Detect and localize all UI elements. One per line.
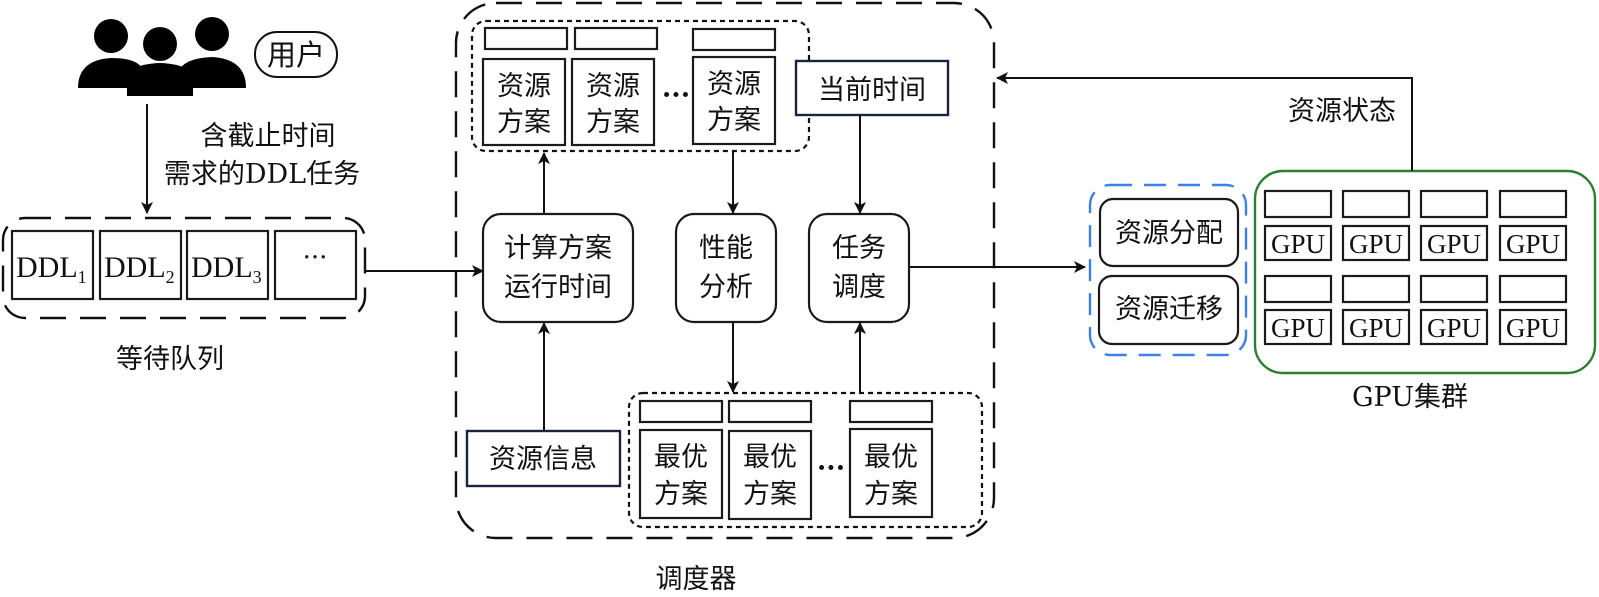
svg-text:资源分配: 资源分配 xyxy=(1115,218,1223,249)
svg-text:计算方案: 计算方案 xyxy=(504,233,612,264)
svg-text:方案: 方案 xyxy=(743,479,797,510)
user-label: 用户 xyxy=(267,38,325,72)
gpu-status-bar xyxy=(1263,189,1333,219)
candidate-plans-ellipsis: ··· xyxy=(662,80,690,111)
compute-runtime-node: 计算方案 运行时间 xyxy=(481,212,635,324)
optimal-plan: 最优 方案 xyxy=(848,427,934,519)
svg-text:调度: 调度 xyxy=(832,272,886,303)
current-time-box: 当前时间 xyxy=(794,59,950,117)
gpu-status-bar xyxy=(1419,274,1489,304)
gpu-node: GPU xyxy=(1341,189,1411,262)
gpu-node: GPU xyxy=(1263,189,1333,262)
scheduler-caption: 调度器 xyxy=(656,564,737,595)
waiting-queue-container xyxy=(1,216,367,320)
request-label-line1: 含截止时间 xyxy=(201,121,336,152)
task-scheduling-node: 任务 调度 xyxy=(807,212,911,324)
plan-header-bar xyxy=(848,399,934,424)
gpu-label: GPU xyxy=(1506,229,1560,259)
candidate-plan: 资源 方案 xyxy=(691,55,777,146)
svg-text:最优: 最优 xyxy=(743,442,797,473)
candidate-plan: 资源 方案 xyxy=(481,57,567,147)
svg-text:最优: 最优 xyxy=(654,442,708,473)
gpu-status-bar xyxy=(1419,189,1489,219)
gpu-node: GPU xyxy=(1263,274,1333,346)
svg-text:最优: 最优 xyxy=(864,442,918,473)
svg-text:方案: 方案 xyxy=(586,107,640,138)
performance-analysis-node: 性能 分析 xyxy=(674,212,778,324)
arrow-resource-status-feedback xyxy=(996,72,1413,171)
gpu-label: GPU xyxy=(1427,313,1481,343)
gpu-node: GPU xyxy=(1341,274,1411,346)
gpu-status-bar xyxy=(1498,189,1568,219)
gpu-cluster-caption: GPU集群 xyxy=(1352,382,1468,413)
gpu-label: GPU xyxy=(1506,313,1560,343)
queue-item: DDL2 xyxy=(98,229,183,301)
svg-text:资源: 资源 xyxy=(707,69,761,100)
resource-status-label: 资源状态 xyxy=(1288,96,1396,127)
candidate-plan: 资源 方案 xyxy=(570,57,656,147)
gpu-cluster-container xyxy=(1253,169,1597,375)
svg-text:DDL2: DDL2 xyxy=(104,251,175,287)
plan-header-bar xyxy=(483,26,569,51)
plan-header-bar xyxy=(727,399,813,424)
resource-ops-container xyxy=(1088,183,1248,357)
svg-text:方案: 方案 xyxy=(864,479,918,510)
svg-text:资源信息: 资源信息 xyxy=(489,444,597,475)
gpu-label: GPU xyxy=(1271,313,1325,343)
gpu-status-bar xyxy=(1498,274,1568,304)
queue-item: DDL1 xyxy=(10,229,95,301)
optimal-plans-ellipsis: ··· xyxy=(817,453,845,484)
resource-info-box: 资源信息 xyxy=(465,429,622,488)
gpu-node: GPU xyxy=(1498,274,1568,346)
gpu-status-bar xyxy=(1341,274,1411,304)
svg-text:资源: 资源 xyxy=(497,71,551,102)
gpu-label: GPU xyxy=(1349,229,1403,259)
request-label-line2: 需求的DDL任务 xyxy=(164,159,360,190)
svg-text:资源迁移: 资源迁移 xyxy=(1115,294,1223,325)
plan-header-bar xyxy=(638,399,724,424)
svg-text:DDL3: DDL3 xyxy=(191,251,262,287)
plan-header-bar xyxy=(573,26,659,51)
resource-allocate-node: 资源分配 xyxy=(1098,197,1240,268)
svg-text:方案: 方案 xyxy=(654,479,708,510)
gpu-node: GPU xyxy=(1498,189,1568,262)
svg-text:DDL1: DDL1 xyxy=(16,251,87,287)
gpu-label: GPU xyxy=(1349,313,1403,343)
svg-text:任务: 任务 xyxy=(832,233,886,264)
optimal-plan: 最优 方案 xyxy=(727,429,813,521)
gpu-label: GPU xyxy=(1427,229,1481,259)
optimal-plans-group xyxy=(627,391,984,529)
gpu-status-bar xyxy=(1341,189,1411,219)
waiting-queue-caption: 等待队列 xyxy=(116,344,224,375)
svg-text:运行时间: 运行时间 xyxy=(504,272,612,303)
svg-text:···: ··· xyxy=(303,243,328,273)
queue-item-ellipsis: ··· xyxy=(273,229,358,301)
svg-text:资源: 资源 xyxy=(586,71,640,102)
svg-text:分析: 分析 xyxy=(699,272,753,303)
svg-text:当前时间: 当前时间 xyxy=(818,75,926,106)
plan-header-bar xyxy=(691,27,777,52)
users-icon xyxy=(78,17,246,96)
gpu-node: GPU xyxy=(1419,189,1489,262)
queue-item: DDL3 xyxy=(185,229,270,301)
svg-text:方案: 方案 xyxy=(497,107,551,138)
resource-migrate-node: 资源迁移 xyxy=(1097,274,1240,346)
svg-text:性能: 性能 xyxy=(699,233,753,264)
svg-text:方案: 方案 xyxy=(707,105,761,136)
optimal-plan: 最优 方案 xyxy=(638,428,724,520)
gpu-status-bar xyxy=(1263,274,1333,304)
gpu-label: GPU xyxy=(1271,229,1325,259)
user-label-badge: 用户 xyxy=(254,31,338,78)
gpu-node: GPU xyxy=(1419,274,1489,346)
gpu-grid: GPU GPU GPU GPU GPU GPU GPU GPU xyxy=(1263,189,1568,346)
